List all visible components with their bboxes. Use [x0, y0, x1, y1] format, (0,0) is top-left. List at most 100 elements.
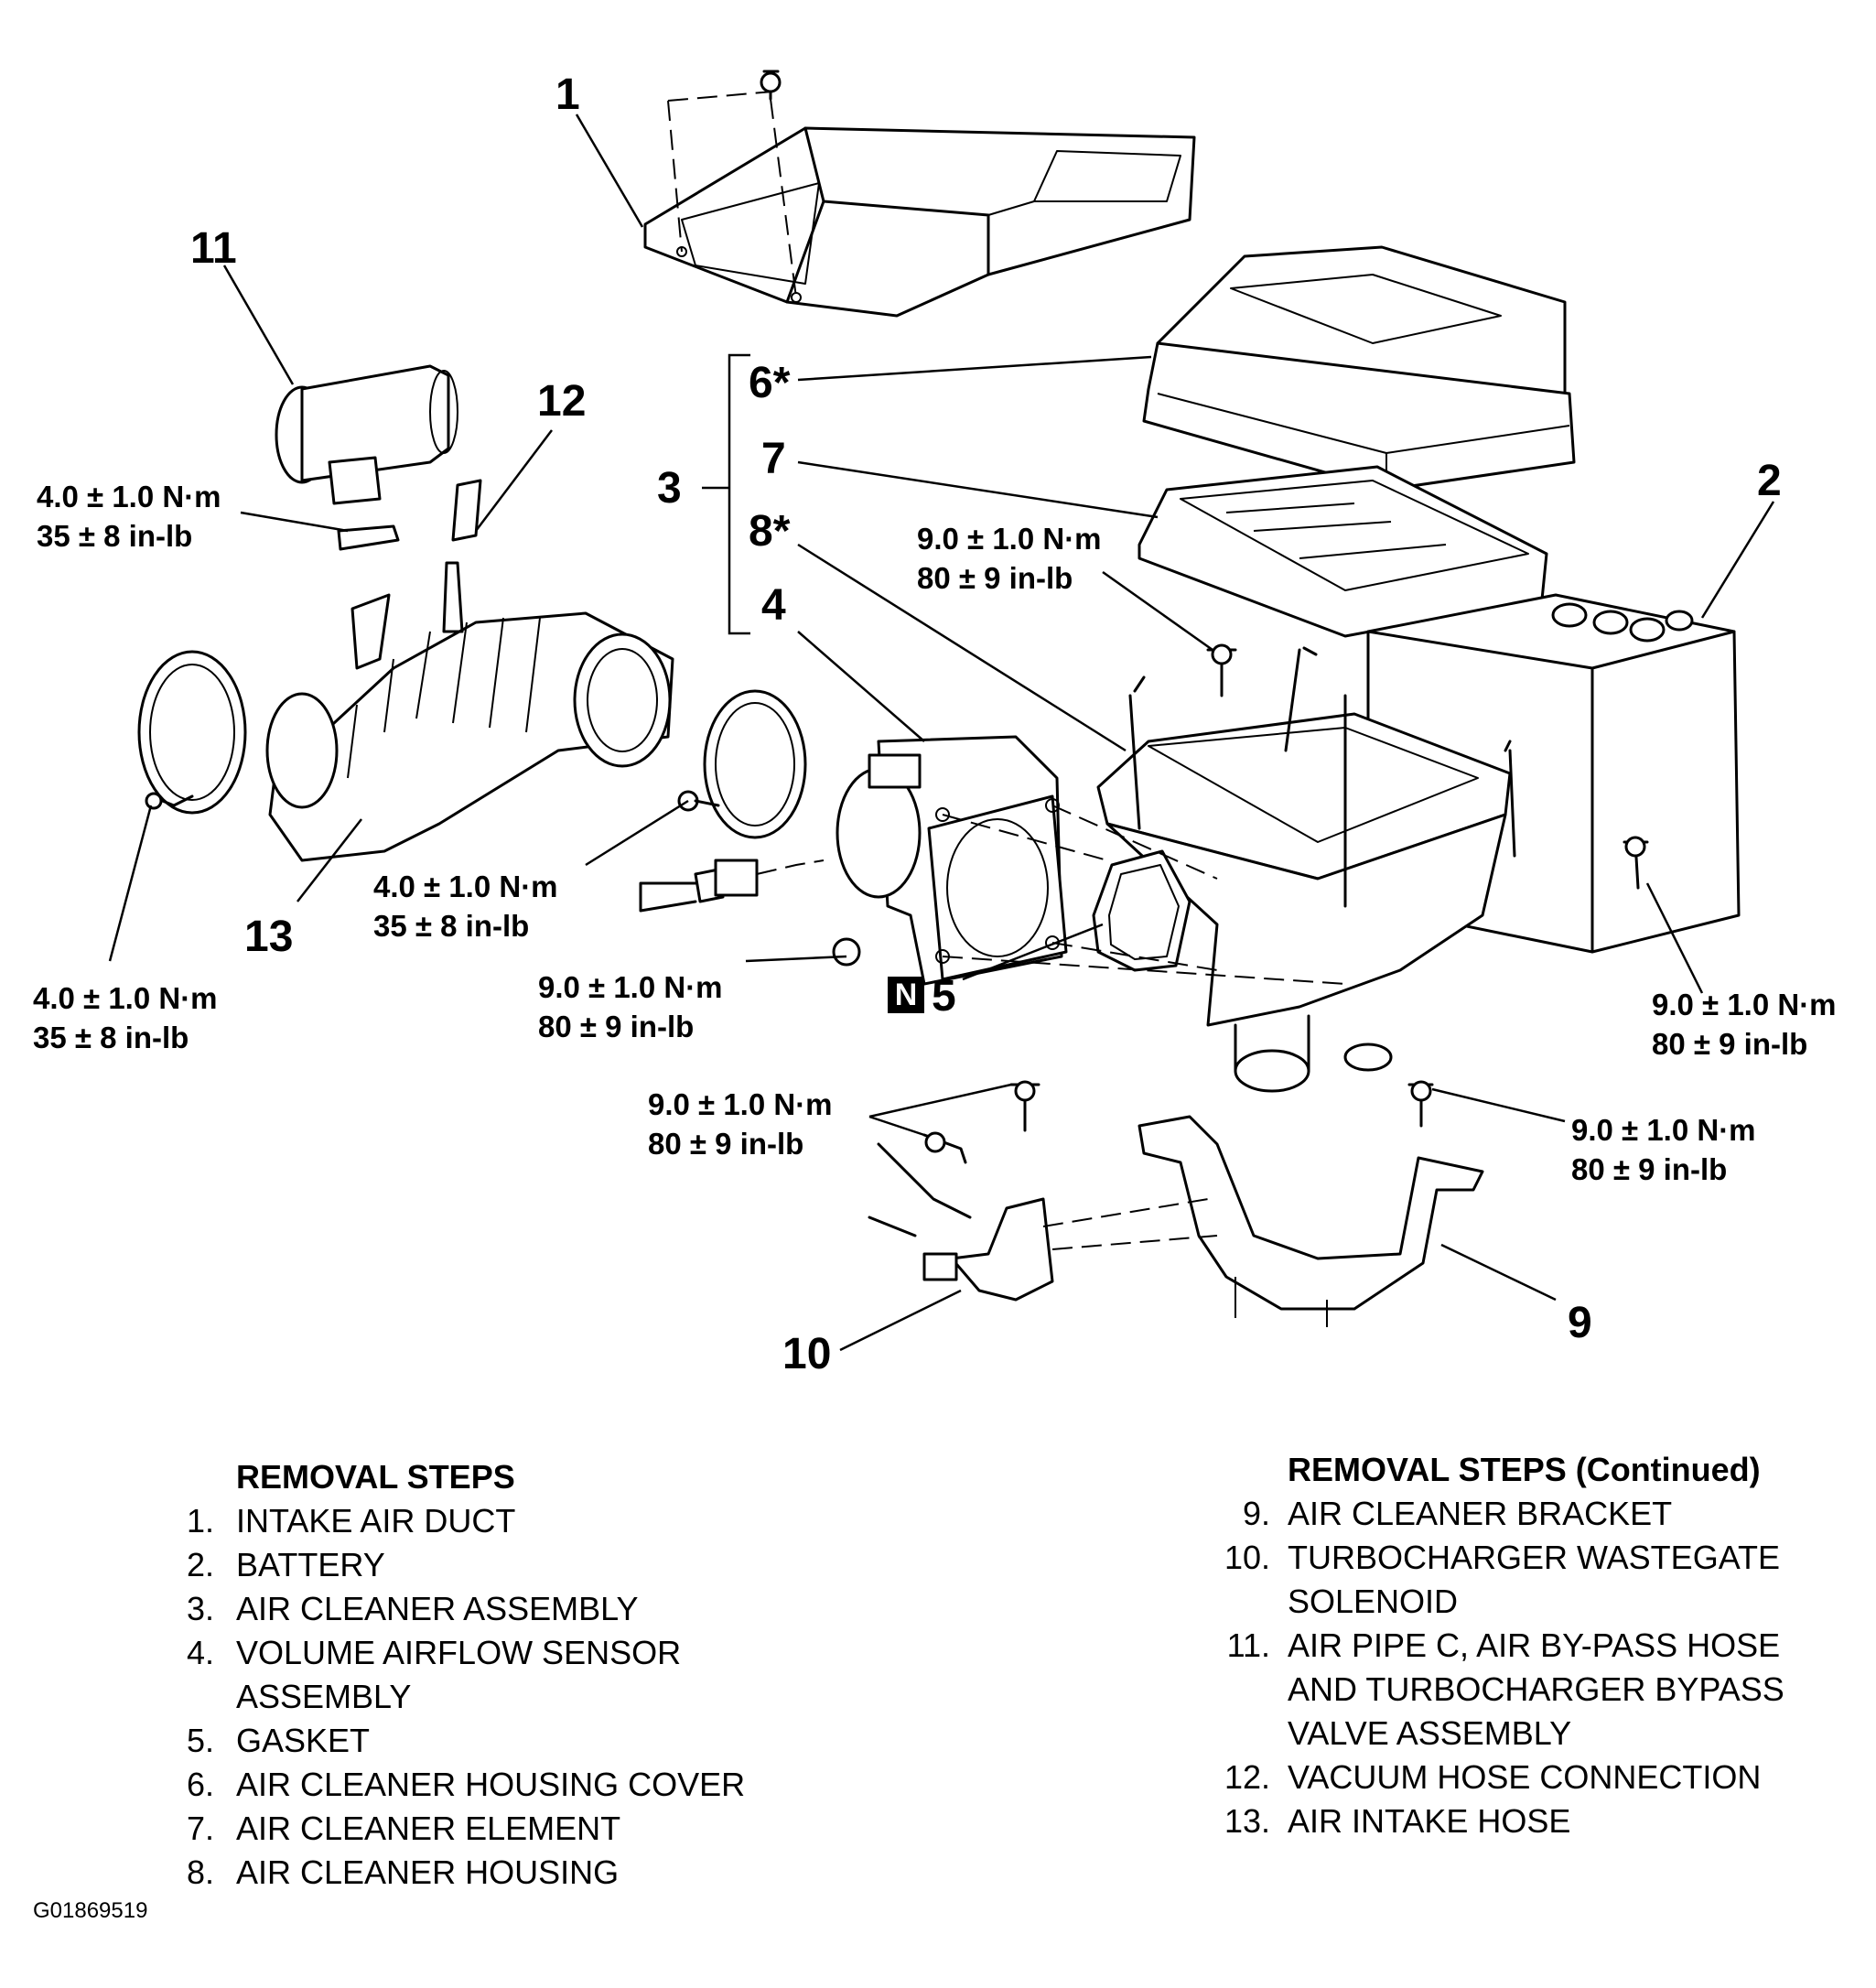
list-item: 2. BATTERY	[161, 1543, 745, 1587]
list-item: 6. AIR CLEANER HOUSING COVER	[161, 1763, 745, 1807]
wastegate-solenoid	[868, 1142, 1218, 1302]
removal-steps-continued-title: REMOVAL STEPS (Continued)	[1288, 1451, 1761, 1488]
air-intake-hose	[265, 561, 674, 862]
step-number: 2.	[186, 1546, 214, 1583]
torque-nm: 9.0 ± 1.0 N·m	[917, 522, 1102, 556]
torque-nm: 9.0 ± 1.0 N·m	[648, 1087, 833, 1121]
torque-spec-sensor: 9.0 ± 1.0 N·m 80 ± 9 in-lb	[538, 967, 723, 1046]
callout-6: 6*	[749, 359, 791, 407]
n-badge: N	[888, 977, 924, 1013]
intake-air-duct	[643, 70, 1196, 318]
sensor-connector	[639, 859, 825, 913]
removal-steps-list: REMOVAL STEPS 1. INTAKE AIR DUCT 2. BATTER…	[187, 1455, 745, 1895]
step-number: 4.	[186, 1634, 214, 1671]
air-cleaner-housing-cover	[1142, 245, 1576, 492]
torque-nm: 4.0 ± 1.0 N·m	[373, 870, 558, 903]
hose-clamp-right	[677, 689, 807, 839]
step-number: 3.	[186, 1590, 214, 1627]
exploded-view-drawing	[108, 70, 1775, 1352]
removal-steps-continued-list: REMOVAL STEPS (Continued) 9. AIR CLEANER …	[1224, 1448, 1784, 1843]
step-text: AIR PIPE C, AIR BY-PASS HOSE AND TURBOCH…	[1288, 1626, 1784, 1752]
torque-inlb: 35 ± 8 in-lb	[33, 1021, 189, 1054]
list-item: 5. GASKET	[161, 1719, 745, 1763]
list-item: 12. VACUUM HOSE CONNECTION	[1219, 1756, 1784, 1799]
list-item: 9. AIR CLEANER BRACKET	[1219, 1492, 1784, 1536]
air-cleaner-bracket	[1137, 1115, 1484, 1327]
step-number: 7.	[186, 1810, 214, 1847]
torque-nm: 9.0 ± 1.0 N·m	[1571, 1113, 1756, 1147]
callout-8: 8*	[749, 507, 791, 556]
step-text: VOLUME AIRFLOW SENSOR ASSEMBLY	[236, 1634, 682, 1715]
list-item: 10. TURBOCHARGER WASTEGATE SOLENOID	[1219, 1536, 1784, 1624]
bolt	[832, 643, 1649, 1164]
step-text: AIR CLEANER HOUSING COVER	[236, 1766, 746, 1803]
vacuum-hose	[337, 479, 482, 551]
step-number: 8.	[186, 1853, 214, 1891]
air-cleaner-housing	[1096, 646, 1516, 1093]
bypass-valve-assembly	[275, 364, 458, 505]
torque-spec-battery-side: 9.0 ± 1.0 N·m 80 ± 9 in-lb	[1652, 985, 1837, 1064]
step-text: VACUUM HOSE CONNECTION	[1288, 1758, 1762, 1796]
callout-10: 10	[782, 1330, 832, 1378]
torque-spec-clamp-right: 4.0 ± 1.0 N·m 35 ± 8 in-lb	[373, 867, 558, 945]
step-text: AIR INTAKE HOSE	[1288, 1802, 1571, 1840]
group-bracket	[728, 353, 750, 635]
torque-inlb: 35 ± 8 in-lb	[373, 909, 530, 943]
callout-12: 12	[537, 377, 587, 426]
step-text: BATTERY	[236, 1546, 385, 1583]
list-item: 13.AIR INTAKE HOSE	[1219, 1799, 1784, 1843]
step-number: 11.	[1226, 1626, 1270, 1664]
callout-5-label: 5	[932, 972, 956, 1021]
torque-inlb: 80 ± 9 in-lb	[648, 1127, 804, 1161]
torque-nm: 4.0 ± 1.0 N·m	[37, 480, 221, 513]
callout-9: 9	[1568, 1299, 1592, 1347]
leader-lines	[108, 113, 1775, 1352]
step-text: AIR CLEANER BRACKET	[1288, 1495, 1673, 1532]
gasket	[1092, 849, 1191, 972]
step-text: AIR CLEANER HOUSING	[236, 1853, 620, 1891]
callout-13: 13	[244, 913, 294, 961]
torque-nm: 9.0 ± 1.0 N·m	[538, 970, 723, 1004]
torque-spec-housing: 9.0 ± 1.0 N·m 80 ± 9 in-lb	[917, 519, 1102, 598]
callout-11: 11	[190, 224, 237, 273]
torque-nm: 9.0 ± 1.0 N·m	[1652, 988, 1837, 1021]
step-number: 5.	[186, 1722, 214, 1759]
torque-spec-bracket-right: 9.0 ± 1.0 N·m 80 ± 9 in-lb	[1571, 1110, 1756, 1189]
list-item: 1. INTAKE AIR DUCT	[161, 1499, 745, 1543]
step-text: INTAKE AIR DUCT	[236, 1502, 516, 1540]
air-cleaner-element	[1137, 465, 1548, 638]
callout-3: 3	[657, 464, 682, 513]
list-item: 7. AIR CLEANER ELEMENT	[161, 1807, 745, 1851]
torque-inlb: 35 ± 8 in-lb	[37, 519, 193, 553]
callout-2: 2	[1757, 457, 1782, 505]
torque-inlb: 80 ± 9 in-lb	[538, 1010, 695, 1043]
torque-spec-clamp-left: 4.0 ± 1.0 N·m 35 ± 8 in-lb	[33, 978, 218, 1057]
list-item: 8. AIR CLEANER HOUSING	[161, 1851, 745, 1895]
step-number: 10.	[1224, 1539, 1270, 1576]
step-number: 9.	[1242, 1495, 1270, 1532]
list-item: 4. VOLUME AIRFLOW SENSOR ASSEMBLY	[161, 1631, 745, 1719]
torque-nm: 4.0 ± 1.0 N·m	[33, 981, 218, 1015]
callout-1: 1	[555, 70, 580, 119]
list-item: 11. AIR PIPE C, AIR BY-PASS HOSE AND TURB…	[1219, 1624, 1784, 1756]
torque-inlb: 80 ± 9 in-lb	[917, 561, 1073, 595]
hose-clamp-left	[137, 650, 247, 815]
step-text: GASKET	[236, 1722, 371, 1759]
removal-steps-title: REMOVAL STEPS	[236, 1458, 515, 1496]
callout-7: 7	[761, 435, 786, 483]
step-text: AIR CLEANER ASSEMBLY	[236, 1590, 639, 1627]
step-text: TURBOCHARGER WASTEGATE SOLENOID	[1288, 1539, 1781, 1620]
step-number: 6.	[186, 1766, 214, 1803]
list-item: 3. AIR CLEANER ASSEMBLY	[161, 1587, 745, 1631]
torque-spec-bypass-valve: 4.0 ± 1.0 N·m 35 ± 8 in-lb	[37, 477, 221, 556]
step-text: AIR CLEANER ELEMENT	[236, 1810, 621, 1847]
volume-airflow-sensor	[836, 735, 1346, 986]
step-number: 12.	[1224, 1758, 1270, 1796]
callout-4: 4	[761, 581, 786, 630]
torque-spec-bracket-left: 9.0 ± 1.0 N·m 80 ± 9 in-lb	[648, 1085, 833, 1163]
figure-id: G01869519	[33, 1898, 148, 1923]
torque-inlb: 80 ± 9 in-lb	[1652, 1027, 1808, 1061]
step-number: 1.	[186, 1502, 214, 1540]
torque-inlb: 80 ± 9 in-lb	[1571, 1152, 1728, 1186]
